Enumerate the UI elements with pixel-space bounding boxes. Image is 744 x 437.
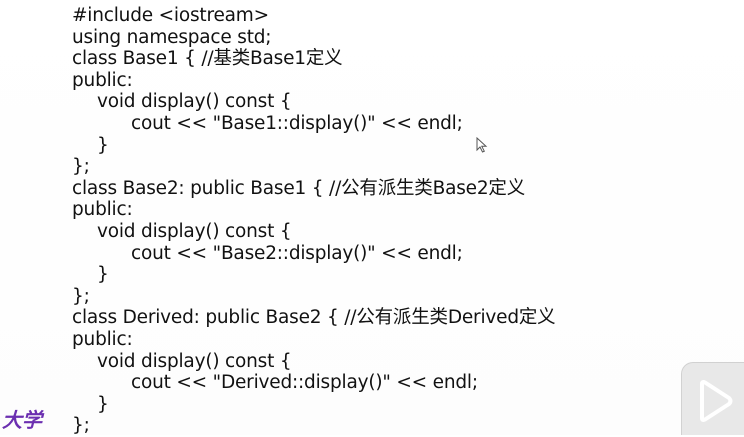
code-line: class Base1 { //基类Base1定义 — [72, 48, 343, 70]
code-line: public: — [72, 329, 133, 350]
code-line: } — [97, 134, 109, 156]
code-line: } — [97, 264, 109, 286]
code-line: class Base2: public Base1 { //公有派生类Base2… — [72, 177, 526, 199]
watermark-logo: 大学 — [2, 408, 42, 432]
code-line: class Derived: public Base2 { //公有派生类Der… — [72, 307, 556, 329]
code-line: public: — [72, 199, 133, 221]
play-button[interactable] — [681, 362, 744, 435]
code-line: void display() const { — [97, 91, 292, 113]
code-line: void display() const { — [97, 350, 292, 372]
code-line: }; — [72, 285, 90, 307]
code-line: public: — [72, 69, 133, 91]
code-line: #include <iostream> — [72, 5, 269, 26]
code-line: cout << "Derived::display()" << endl; — [131, 372, 478, 394]
code-line: }; — [72, 415, 90, 437]
code-line: cout << "Base1::display()" << endl; — [131, 113, 463, 134]
play-icon — [700, 380, 733, 422]
code-line: }; — [72, 156, 90, 178]
code-line: using namespace std; — [72, 26, 272, 48]
code-line: } — [97, 393, 109, 415]
code-line: cout << "Base2::display()" << endl; — [131, 242, 463, 264]
mouse-pointer-icon — [476, 137, 488, 153]
code-line: void display() const { — [97, 221, 292, 242]
